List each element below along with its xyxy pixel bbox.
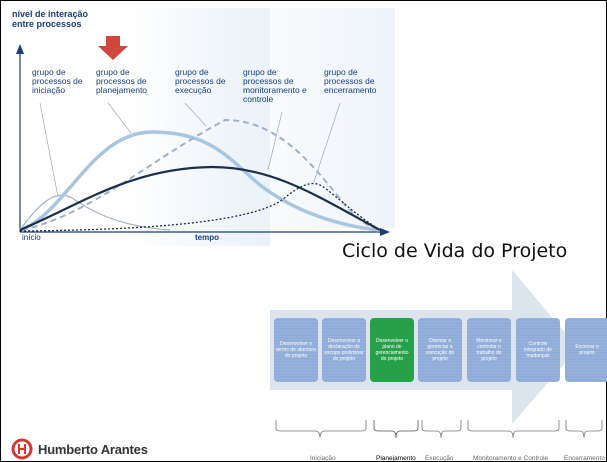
bracket-iniciacao	[275, 420, 367, 439]
phase-iniciacao: Iniciação	[310, 455, 336, 462]
logo-icon-inner	[18, 444, 26, 454]
phase-monitoramento: Monitoramento e Controle	[473, 455, 549, 462]
pointer-planejamento	[107, 102, 132, 134]
step-orientar-execucao: Orientar e gerenciar a execução do proje…	[418, 318, 462, 382]
curve-encerramento	[19, 182, 383, 232]
group-label-monitoramento: grupo de processos de monitoramento e co…	[243, 67, 307, 104]
pointer-monitoramento	[267, 111, 283, 171]
pointer-encerramento	[313, 102, 341, 183]
group-label-iniciacao: grupo de processos de iniciação	[32, 67, 83, 95]
curve-iniciacao	[19, 194, 171, 231]
y-axis-arrow	[16, 44, 24, 54]
phase-planejamento: Planejamento	[376, 455, 416, 462]
curve-execucao	[21, 118, 383, 232]
phase-encerramento: Encerramento	[564, 455, 605, 462]
highlight-arrow-head	[98, 46, 128, 60]
pointer-execucao	[184, 102, 207, 127]
group-label-planejamento: grupo de processos de planejamento	[96, 67, 148, 95]
x-axis-start-label: início	[22, 233, 41, 242]
y-axis-label: nível de interação entre processos	[12, 9, 89, 29]
bracket-execucao	[421, 420, 462, 439]
chart-background-gradient	[200, 8, 395, 228]
cycle-title: Ciclo de Vida do Projeto	[342, 240, 568, 262]
bracket-encerramento	[565, 420, 603, 439]
x-axis-arrow	[380, 228, 390, 236]
highlight-arrow-shaft	[106, 36, 120, 46]
step-encerrar-projeto: Encerrar o projeto	[565, 318, 607, 382]
step-termo-abertura: Desenvolver o termo de abertura do proje…	[274, 318, 318, 382]
step-monitorar-controlar: Monitorar e controlar o trabalho do proj…	[467, 318, 511, 382]
brand-name: Humberto Arantes	[38, 442, 148, 457]
bracket-monitoramento	[467, 420, 560, 439]
curve-monitoramento	[19, 165, 381, 232]
x-axis-label: tempo	[195, 233, 219, 242]
logo-icon	[11, 438, 33, 460]
pointer-iniciacao	[39, 102, 59, 198]
curve-planejamento	[19, 130, 379, 232]
phase-execucao: Execução	[425, 455, 454, 462]
group-label-execucao: grupo de processos de execução	[175, 67, 226, 95]
step-plano-gerenciamento: Desenvolver o plano de gerenciamento do …	[370, 318, 414, 382]
bracket-planejamento	[373, 420, 419, 439]
group-label-encerramento: grupo de processos de encerramento	[324, 67, 377, 95]
step-escopo-preliminar: Desenvolver a declaração do escopo preli…	[322, 318, 366, 382]
step-controle-mudancas: Controle integrado de mudanças	[516, 318, 560, 382]
